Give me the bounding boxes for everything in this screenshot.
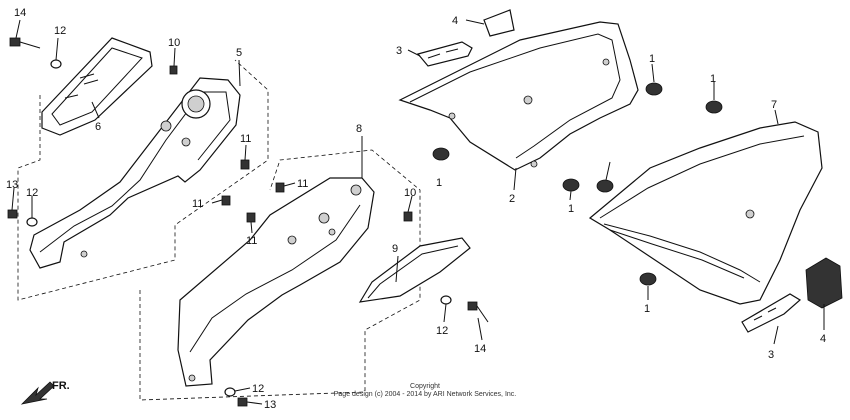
callout-3: 3 <box>768 349 774 361</box>
callout-4: 4 <box>452 15 458 27</box>
callout-1: 1 <box>649 53 655 65</box>
part-3-emblem-bottom <box>741 293 802 333</box>
callout-14: 14 <box>474 343 486 355</box>
callout-10: 10 <box>168 37 180 49</box>
callout-12: 12 <box>436 325 448 337</box>
callout-12: 12 <box>26 187 38 199</box>
callout-2: 2 <box>509 193 515 205</box>
left-cover-group <box>17 37 269 301</box>
part-5-left-cover <box>29 77 241 269</box>
callout-13: 13 <box>264 399 276 411</box>
callout-12: 12 <box>252 383 264 395</box>
callout-13: 13 <box>6 179 18 191</box>
callout-8: 8 <box>356 123 362 135</box>
copyright-text: Page design (c) 2004 - 2014 by ARI Netwo… <box>333 391 517 398</box>
callout-6: 6 <box>95 121 101 133</box>
part-7-side-cover <box>588 121 823 305</box>
callout-1: 1 <box>644 303 650 315</box>
callout-3: 3 <box>396 45 402 57</box>
part-8-chain-cover <box>177 177 375 387</box>
part-9-gasket <box>358 237 471 303</box>
copyright-title: Copyright <box>410 383 440 390</box>
callout-11: 11 <box>192 198 203 210</box>
front-direction-label: FR. <box>52 380 70 392</box>
callout-12: 12 <box>54 25 66 37</box>
fasteners <box>7 37 489 407</box>
callout-10: 10 <box>404 187 416 199</box>
part-4-emblem-top <box>483 9 515 37</box>
front-direction-arrow-icon <box>20 381 55 405</box>
part-2-side-cover <box>398 9 639 171</box>
callout-1: 1 <box>436 177 442 189</box>
callout-7: 7 <box>771 99 777 111</box>
callout-1: 1 <box>710 73 716 85</box>
callout-11: 11 <box>297 178 308 190</box>
callout-5: 5 <box>236 47 242 59</box>
callout-4: 4 <box>820 333 826 345</box>
callout-numbers: 14 12 6 10 5 11 11 11 11 13 12 8 10 9 12… <box>6 7 826 411</box>
leader-lines <box>11 19 825 405</box>
part-6-gasket <box>41 37 153 136</box>
callout-9: 9 <box>392 243 398 255</box>
callout-11: 11 <box>240 133 251 145</box>
part-3-emblem-top <box>416 41 473 67</box>
callout-14: 14 <box>14 7 26 19</box>
callout-1: 1 <box>568 203 574 215</box>
part-4-emblem-bottom <box>805 257 843 309</box>
callout-11: 11 <box>246 235 257 247</box>
middle-cover-group <box>139 149 471 401</box>
